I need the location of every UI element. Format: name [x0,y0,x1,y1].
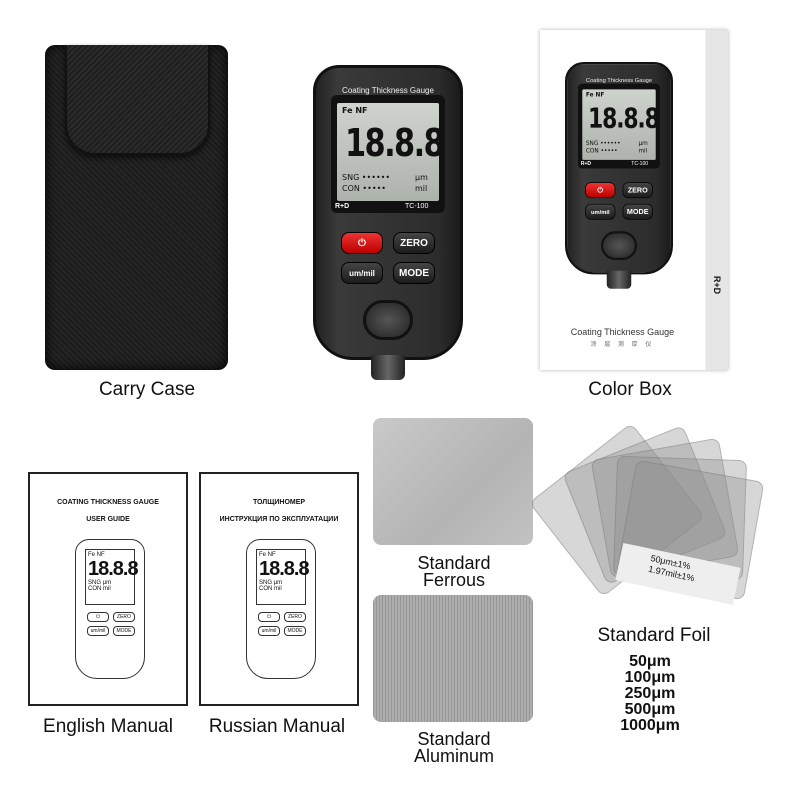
lcd-unit-um: μm [102,580,112,586]
foil-size: 500μm [624,701,676,718]
gauge-image: Coating Thickness Gauge Fe NF 18.8.8 SNG… [313,65,463,385]
english-manual-image: COATING THICKNESS GAUGE USER GUIDE Fe NF… [28,472,188,706]
mode-button: MODE [622,203,653,220]
probe [371,355,405,380]
zero-button[interactable]: ZERO [393,232,435,254]
lcd-con: CON [259,586,273,592]
mode-button[interactable]: MODE [393,262,435,284]
lcd-unit-mil: mil [103,586,111,592]
carry-case-image [45,45,228,370]
zero-button: ZERO [622,182,653,199]
lcd-unit-um: μm [273,580,283,586]
grip-knob [363,300,413,340]
lcd-mode: Fe NF [259,552,276,558]
lcd-con: CON [88,586,102,592]
lcd-unit-um: μm [638,139,648,147]
lcd-con: CON ••••• [342,184,387,193]
model-label: TC-100 [405,203,429,210]
brand-logo: R+D [335,203,350,210]
lcd-reading: 18.8.8 [588,102,660,134]
box-gauge-image: Coating Thickness Gauge Fe NF 18.8.8 SNG… [565,62,673,292]
unit-button[interactable]: um/mil [341,262,383,284]
aluminum-plate-image [373,595,533,722]
color-box-label: Color Box [588,379,672,400]
power-button: ⏻ [258,612,280,622]
box-title: Coating Thickness Gauge [570,327,675,337]
lcd-unit-mil: mil [638,147,648,155]
manual-subtitle: ИНСТРУКЦИЯ ПО ЭКСПЛУАТАЦИИ [219,516,339,523]
zero-button: ZERO [113,612,135,622]
grip-knob [601,231,637,260]
foil-size: 50μm [629,653,671,670]
lcd-reading: 18.8.8 [88,558,139,580]
probe [606,270,632,289]
foil-size: 250μm [624,685,676,702]
power-button: ⏻ [87,612,109,622]
gauge-title: Coating Thickness Gauge [585,77,653,84]
lcd-mode: Fe NF [88,552,105,558]
power-button[interactable]: ⏻ [341,232,383,254]
lcd-unit-mil: mil [274,586,282,592]
unit-button: um/mil [258,626,280,636]
mode-button: MODE [284,626,306,636]
lcd-screen: Fe NF 18.8.8 SNG •••••• CON ••••• μm mil [337,103,445,201]
russian-manual-image: ТОЛЩИНОМЕР ИНСТРУКЦИЯ ПО ЭКСПЛУАТАЦИИ Fe… [199,472,359,706]
foil-sizes-list: 50μm 100μm 250μm 500μm 1000μm [620,654,680,734]
foil-size: 1000μm [620,717,680,734]
unit-button: um/mil [87,626,109,636]
case-flap [65,45,210,155]
lcd-sng: SNG [259,580,273,586]
ferrous-plate-image [373,418,533,545]
lcd-con: CON ••••• [585,147,618,155]
lcd-screen: Fe NF 18.8.8 SNG •••••• CON ••••• μm mil [582,89,660,160]
manual-subtitle: USER GUIDE [86,516,130,523]
lcd-reading: 18.8.8 [345,121,445,165]
carry-case-label: Carry Case [98,379,196,400]
russian-manual-label: Russian Manual [208,716,346,737]
lcd-mode: Fe NF [585,91,605,98]
lcd-sng: SNG [88,580,102,586]
zero-button: ZERO [284,612,306,622]
brand-logo: R+D [580,161,592,167]
aluminum-label-line2: Aluminum [413,746,495,766]
lcd-reading: 18.8.8 [259,558,310,580]
lcd-sng: SNG •••••• [342,173,391,182]
power-button: ⏻ [585,182,616,199]
foil-label: Standard Foil [597,625,711,646]
lcd-sng: SNG •••••• [585,139,621,147]
unit-button: um/mil [585,203,616,220]
ferrous-label-line2: Ferrous [422,570,485,590]
mode-button: MODE [113,626,135,636]
foil-size: 100μm [624,669,676,686]
manual-title: ТОЛЩИНОМЕР [252,499,306,506]
box-side-logo: R+D [712,275,723,295]
lcd-mode: Fe NF [342,106,368,115]
manual-title: COATING THICKNESS GAUGE [57,499,159,506]
box-subtitle: 涂 层 测 厚 仪 [590,342,655,348]
lcd-unit-mil: mil [415,184,428,193]
model-label: TC-100 [631,161,649,167]
english-manual-label: English Manual [43,716,173,737]
gauge-title: Coating Thickness Gauge [342,86,434,95]
ferrous-label-line1: Standard [417,553,491,573]
lcd-unit-um: μm [415,173,428,182]
aluminum-label-line1: Standard [417,729,491,749]
